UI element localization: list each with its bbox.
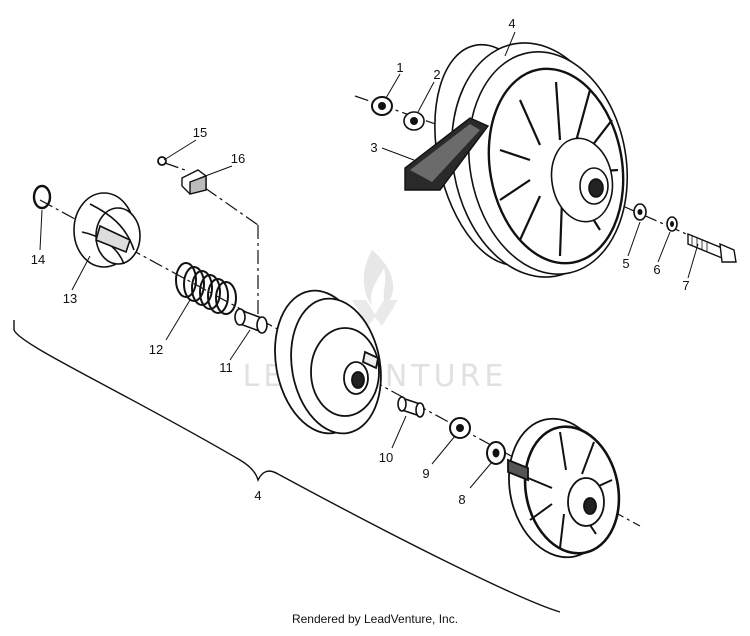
callout-8: 8 [458,492,465,507]
callout-6: 6 [653,262,660,277]
screw-part-15 [157,156,167,166]
drive-belt [404,117,490,191]
callout-13: 13 [63,291,77,306]
washer-part-2 [403,111,425,131]
callout-15: 15 [193,125,207,140]
washer-part-9 [449,417,471,439]
callout-14: 14 [31,252,45,267]
movable-sheave [274,289,382,435]
callout-7: 7 [682,278,689,293]
callout-1: 1 [396,60,403,75]
washer-part-8 [486,441,506,465]
callout-12: 12 [149,342,163,357]
callout-3: 3 [370,140,377,155]
spring-part-12 [175,262,237,315]
washer-part-5 [633,203,647,221]
weight-part-16 [181,169,207,195]
callout-5: 5 [622,256,629,271]
leader-lines [39,31,699,489]
callout-4-bracket: 4 [254,488,261,503]
bolt-part-7 [687,232,737,263]
lock-washer-part-6 [666,216,678,232]
washer-part-1 [371,96,393,116]
watermark-logo [352,250,398,326]
fixed-sheave [507,417,621,559]
bushing-part-10 [397,396,425,418]
callout-10: 10 [379,450,393,465]
callout-9: 9 [422,466,429,481]
driven-clutch-assembly [434,42,629,278]
callout-2: 2 [433,67,440,82]
snap-ring-part-14 [32,184,52,210]
assembly-bracket [13,320,561,613]
callout-11: 11 [219,360,233,375]
spider-cover-part-13 [73,192,141,268]
callout-16: 16 [231,151,245,166]
callout-4-top: 4 [508,16,515,31]
footer-credit: Rendered by LeadVenture, Inc. [291,612,459,626]
bushing-part-11 [234,308,268,334]
